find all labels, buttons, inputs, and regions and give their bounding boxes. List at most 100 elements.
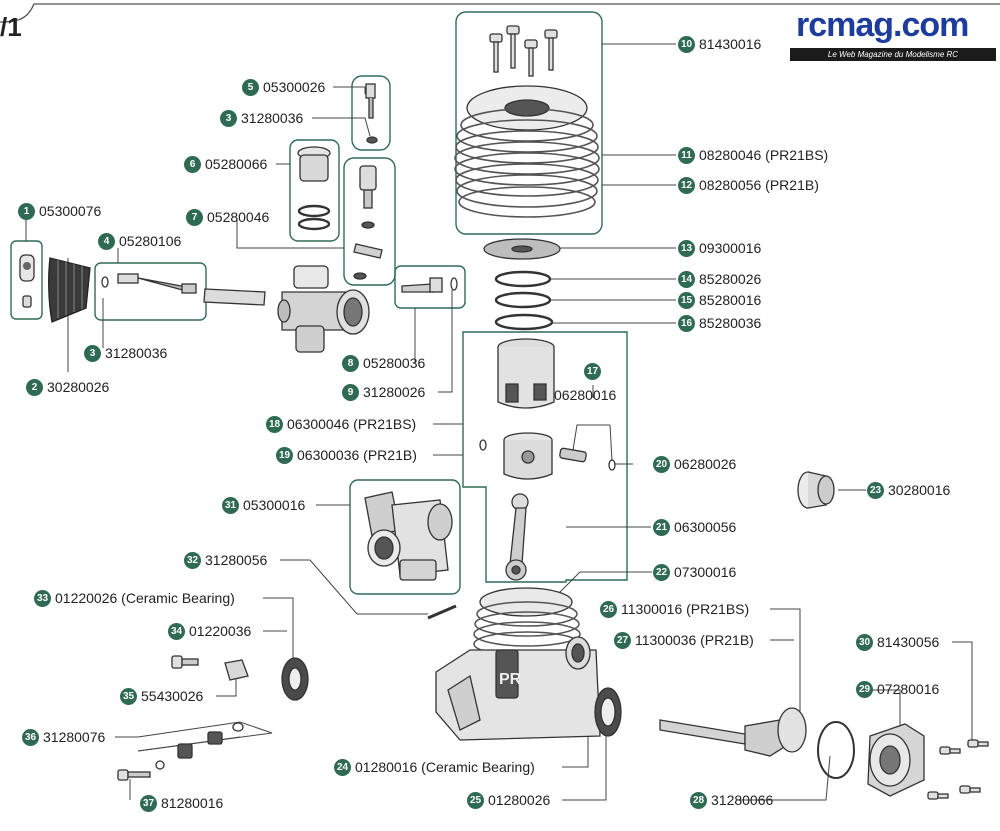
group-box-cylinder-head — [455, 11, 603, 235]
part-number: 11300036 (PR21B) — [635, 632, 754, 648]
callout-17-badge: 17 — [584, 362, 601, 380]
part-number: 06300036 (PR21B) — [297, 447, 417, 463]
callout-badge: 35 — [120, 687, 137, 705]
callout-badge: 23 — [867, 481, 884, 499]
callout-badge: 28 — [690, 791, 707, 809]
part-clip — [19, 254, 35, 308]
part-number: 05280036 — [363, 355, 426, 371]
part-idle-screw — [365, 83, 378, 144]
group-box-6 — [289, 139, 340, 242]
part-number: 08280046 (PR21BS) — [699, 147, 829, 163]
callout-badge: 29 — [856, 680, 873, 698]
callout-badge: 22 — [653, 563, 670, 581]
part-number: 01220036 — [189, 623, 252, 639]
callout-badge: 24 — [334, 758, 351, 776]
part-carb-body — [277, 265, 370, 353]
callout-badge: 14 — [678, 270, 695, 288]
part-needle-valve — [117, 273, 197, 294]
part-number: 07280016 — [877, 681, 940, 697]
part-number: 05280046 — [207, 209, 270, 225]
part-number: 08280056 (PR21B) — [699, 177, 819, 193]
callout-33: 32323301220026 (Ceramic Bearing) — [34, 589, 235, 607]
part-number: 05300016 — [243, 497, 306, 513]
callout-badge: 10 — [678, 35, 695, 53]
callout-badge: 3 — [220, 109, 237, 127]
part-number: 85280026 — [699, 271, 762, 287]
part-number: 31280026 — [363, 384, 426, 400]
part-number: 11300016 (PR21BS) — [621, 601, 750, 617]
part-number: 06300046 (PR21BS) — [287, 416, 417, 432]
part-number: 31280036 — [241, 110, 304, 126]
callout-badge: 26 — [600, 600, 617, 618]
group-box-7 — [343, 157, 396, 286]
callout-badge: 16 — [678, 314, 695, 332]
part-bearing-rear — [594, 687, 622, 737]
callout-badge: 3 — [84, 344, 101, 362]
part-number: 06300056 — [674, 519, 737, 535]
callout-badge: 11 — [678, 146, 695, 164]
rcmag-logo: rcmag.com Le Web Magazine du Modelisme R… — [790, 4, 996, 62]
leader-lines — [25, 43, 973, 801]
part-gasket — [817, 721, 855, 779]
group-box-piston — [462, 331, 628, 583]
callout-badge: 20 — [653, 455, 670, 473]
part-number: 05300026 — [263, 79, 326, 95]
logo-tagline: Le Web Magazine du Modelisme RC — [790, 48, 996, 61]
part-backplate — [867, 723, 925, 797]
part-number: 09300016 — [699, 240, 762, 256]
part-number: 01280016 (Ceramic Bearing) — [355, 759, 535, 775]
page-border-curve — [0, 3, 1000, 23]
part-number: 05280106 — [119, 233, 182, 249]
callout-badge: 8 — [342, 354, 359, 372]
part-carburettor — [364, 491, 453, 581]
callout-badge: 5 — [242, 78, 259, 96]
callout-badge: 32 — [184, 551, 201, 569]
part-number: 05300076 — [39, 203, 102, 219]
callout-badge: 12 — [678, 176, 695, 194]
part-number: 06280016 — [554, 387, 617, 403]
logo-name: rcmag.com — [796, 6, 969, 44]
callout-badge: 25 — [467, 791, 484, 809]
callout-badge: 27 — [614, 631, 631, 649]
callout-badge: 2 — [26, 378, 43, 396]
part-throttle-pin — [427, 604, 457, 620]
part-number: 31280076 — [43, 729, 106, 745]
page-corner-mark: /1 — [0, 12, 22, 42]
part-number: 30280016 — [888, 482, 951, 498]
part-spray-bar — [203, 288, 266, 306]
part-number: 01280026 — [488, 792, 551, 808]
callout-badge: 4 — [98, 232, 115, 250]
callout-badge: 1 — [18, 202, 35, 220]
part-number: 06280026 — [674, 456, 737, 472]
part-screw-bushing — [171, 655, 249, 681]
callout-badge: 18 — [266, 415, 283, 433]
part-bushing — [797, 471, 835, 509]
part-small-hardware — [117, 722, 244, 781]
group-box-carb — [349, 479, 461, 595]
callout-badge: 13 — [678, 239, 695, 257]
part-number: 81280016 — [161, 795, 224, 811]
part-number: 31280056 — [205, 552, 268, 568]
